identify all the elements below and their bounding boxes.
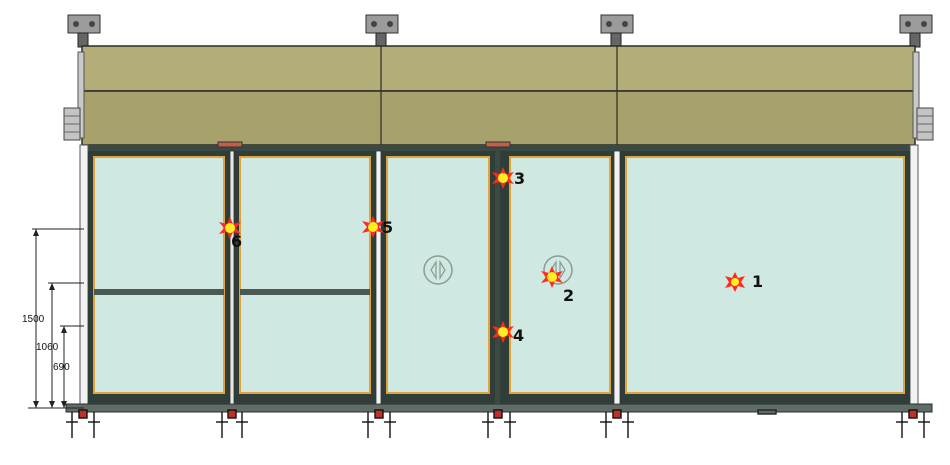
anchor-bolts [66,409,930,438]
marker-label-3: 3 [514,169,525,188]
anchor-bolt-icon [216,409,248,438]
markers: 1 2 3 4 5 6 [219,167,763,345]
marker-5: 5 [362,216,393,238]
marker-3: 3 [492,167,525,189]
anchor-bolt-icon [482,409,516,438]
mounting-bracket-icon [600,14,634,48]
mounting-brackets [67,14,933,48]
glass-panels [88,150,910,405]
side-end-caps [63,107,934,141]
anchor-bolt-icon [362,409,396,438]
mounting-bracket-icon [365,14,399,48]
panel-b [234,151,376,404]
marker-label-2: 2 [563,286,574,305]
marker-4: 4 [492,321,524,345]
marker-label-4: 4 [513,326,524,345]
door-sensors [217,141,511,148]
marker-label-5: 5 [382,218,393,237]
marker-2: 2 [541,266,574,305]
marker-label-1: 1 [752,272,763,291]
dimension-label-690: 690 [53,362,70,373]
dimension-label-1060: 1060 [36,342,59,353]
marker-6: 6 [219,217,242,251]
panel-d [500,151,614,404]
panel-c [381,151,495,404]
marker-label-6: 6 [231,232,242,251]
anchor-bolt-icon [600,409,634,438]
mounting-bracket-icon [899,14,933,48]
anchor-bolt-icon [66,409,100,438]
header-housing [77,45,920,146]
panel-e [620,151,910,404]
dimension-labels: 1500 1060 690 [22,314,70,373]
dimension-label-1500: 1500 [22,314,45,325]
mounting-bracket-icon [67,14,101,48]
marker-1: 1 [725,272,763,292]
anchor-bolt-icon [896,409,930,438]
sliding-door-symbol-icon [423,255,453,285]
panel-a [88,151,230,404]
dimension-lines [28,228,84,409]
